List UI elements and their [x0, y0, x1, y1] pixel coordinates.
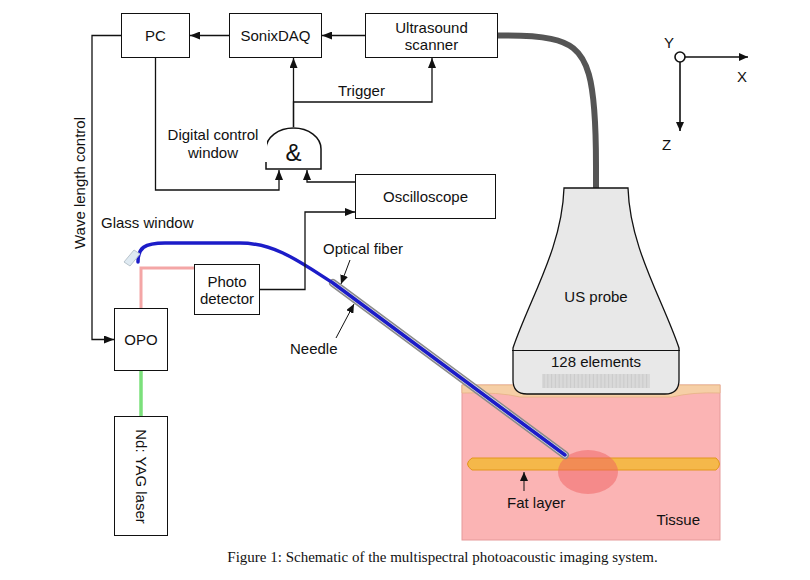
element-grid: [620, 374, 621, 388]
node-label: Ultrasound scanner: [369, 19, 494, 53]
signal-wire: [92, 36, 121, 340]
element-grid: [593, 374, 594, 388]
leader-line: [341, 260, 350, 284]
leader-line: [336, 304, 354, 338]
node-label: US probe: [564, 288, 627, 305]
leader-line: [524, 472, 525, 491]
node-label: OPO: [124, 331, 157, 348]
element-grid: [585, 374, 586, 388]
node-label: SonixDAQ: [240, 27, 310, 44]
part-label: Needle: [290, 340, 338, 357]
process-box: Oscilloscope: [355, 174, 496, 219]
laser-beam: [139, 371, 143, 416]
optical-fiber: [138, 243, 565, 455]
element-grid: [563, 374, 564, 388]
signal-wire: [307, 170, 355, 182]
element-grid: [601, 374, 602, 388]
element-grid: [608, 374, 609, 388]
tissue-region: Tissue: [462, 385, 720, 540]
element-grid: [566, 374, 567, 388]
element-grid: [555, 374, 556, 388]
element-grid: [604, 374, 605, 388]
element-grid: [639, 374, 640, 388]
laser-beam: [141, 268, 194, 308]
axis-label: X: [737, 68, 747, 85]
ultrasound-probe: US probe 128 elements: [512, 188, 680, 395]
signal-label: Digital control window: [159, 126, 267, 162]
axis-label: Z: [662, 136, 671, 153]
axis-label: Y: [664, 34, 674, 51]
element-grid: [589, 374, 590, 388]
node-label: 128 elements: [551, 353, 641, 370]
signal-label: Wave length control: [71, 115, 89, 251]
signal-wire: [294, 58, 433, 127]
transducer-array: 128 elements: [512, 350, 680, 372]
element-grid: [612, 374, 613, 388]
node-label: Oscilloscope: [383, 188, 468, 205]
axis-x: [685, 56, 748, 58]
element-grid: [551, 374, 552, 388]
element-grid: [646, 374, 647, 388]
probe-outline: [513, 188, 679, 394]
part-label: Glass window: [101, 214, 194, 231]
probe-cable: [498, 36, 596, 189]
signal-wire: [190, 35, 229, 36]
gate-outline: [266, 128, 321, 169]
element-grid: [574, 374, 575, 388]
axis-z: [679, 62, 681, 131]
element-grid: [544, 374, 545, 388]
node-label: Photo detector: [198, 273, 256, 307]
laser-box: Nd: YAG laser: [114, 416, 168, 536]
element-grid: [542, 374, 650, 388]
signal-wire: [322, 35, 365, 36]
element-grid: [631, 374, 632, 388]
process-box: SonixDAQ: [229, 13, 322, 58]
axis-origin: [675, 52, 685, 62]
element-grid: [547, 374, 548, 388]
element-grid: [623, 374, 624, 388]
process-box: Photo detector: [194, 264, 260, 315]
figure-caption: Figure 1: Schematic of the multispectral…: [160, 549, 725, 566]
signal-label: Trigger: [336, 82, 387, 100]
element-grid: [627, 374, 628, 388]
process-box: OPO: [114, 308, 168, 371]
element-grid: [635, 374, 636, 388]
node-label: &: [285, 140, 301, 166]
element-grid: [570, 374, 571, 388]
node-label: PC: [145, 27, 166, 44]
element-grid: [578, 374, 579, 388]
element-grid: [582, 374, 583, 388]
signal-wire: [156, 58, 280, 190]
process-box: PC: [121, 13, 190, 58]
and-gate: &: [265, 127, 322, 170]
node-label: Tissue: [656, 511, 700, 528]
element-grid: [597, 374, 598, 388]
part-label: Optical fiber: [323, 240, 403, 257]
node-label: Nd: YAG laser: [133, 429, 150, 523]
element-grid: [616, 374, 617, 388]
glass-window: [124, 250, 140, 266]
element-grid: [559, 374, 560, 388]
process-box: Ultrasound scanner: [365, 13, 498, 58]
element-grid: [642, 374, 643, 388]
part-label: Fat layer: [507, 494, 565, 511]
